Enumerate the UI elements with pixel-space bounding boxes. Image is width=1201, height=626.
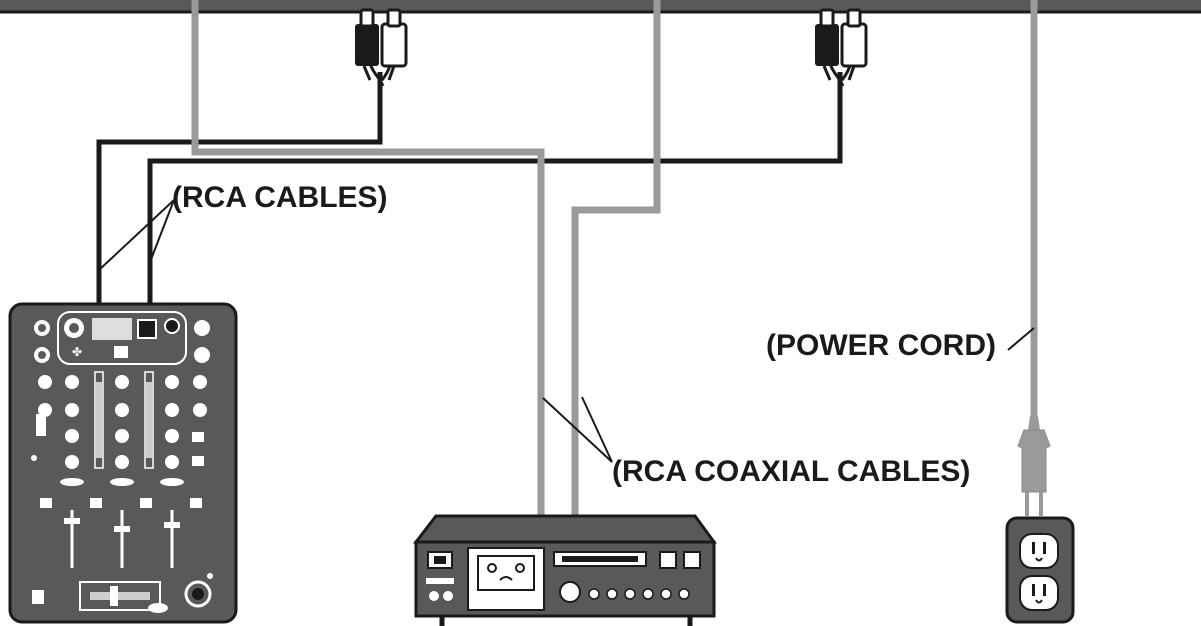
rca-coaxial-cables-label: (RCA COAXIAL CABLES) bbox=[612, 455, 971, 488]
coaxial-cable-1 bbox=[191, 0, 545, 516]
power-cord-label: (POWER CORD) bbox=[766, 329, 996, 362]
rca-cable-1 bbox=[96, 72, 383, 305]
top-device-edge bbox=[0, 0, 1201, 14]
power-leader bbox=[1007, 327, 1035, 351]
power-plug-icon bbox=[1017, 416, 1051, 516]
receiver-icon bbox=[412, 514, 717, 626]
rca-leader-2 bbox=[149, 199, 175, 263]
coaxial-cable-2 bbox=[571, 0, 661, 516]
rca-plug-icon bbox=[355, 8, 408, 87]
rca-plug-icon bbox=[815, 8, 868, 87]
rca-cables-label: (RCA CABLES) bbox=[172, 181, 388, 214]
coax-leader-2 bbox=[581, 396, 613, 463]
coaxial-cables bbox=[191, 0, 661, 516]
rca-leader-1 bbox=[98, 199, 175, 271]
wall-outlet-icon bbox=[1005, 516, 1075, 624]
leader-lines bbox=[98, 199, 1035, 463]
rca-cables bbox=[96, 72, 843, 305]
svg-text:✤: ✤ bbox=[72, 345, 82, 359]
mixer-icon: ✤ bbox=[8, 302, 238, 624]
rca-cable-2 bbox=[147, 72, 843, 305]
coax-leader-1 bbox=[542, 397, 613, 463]
